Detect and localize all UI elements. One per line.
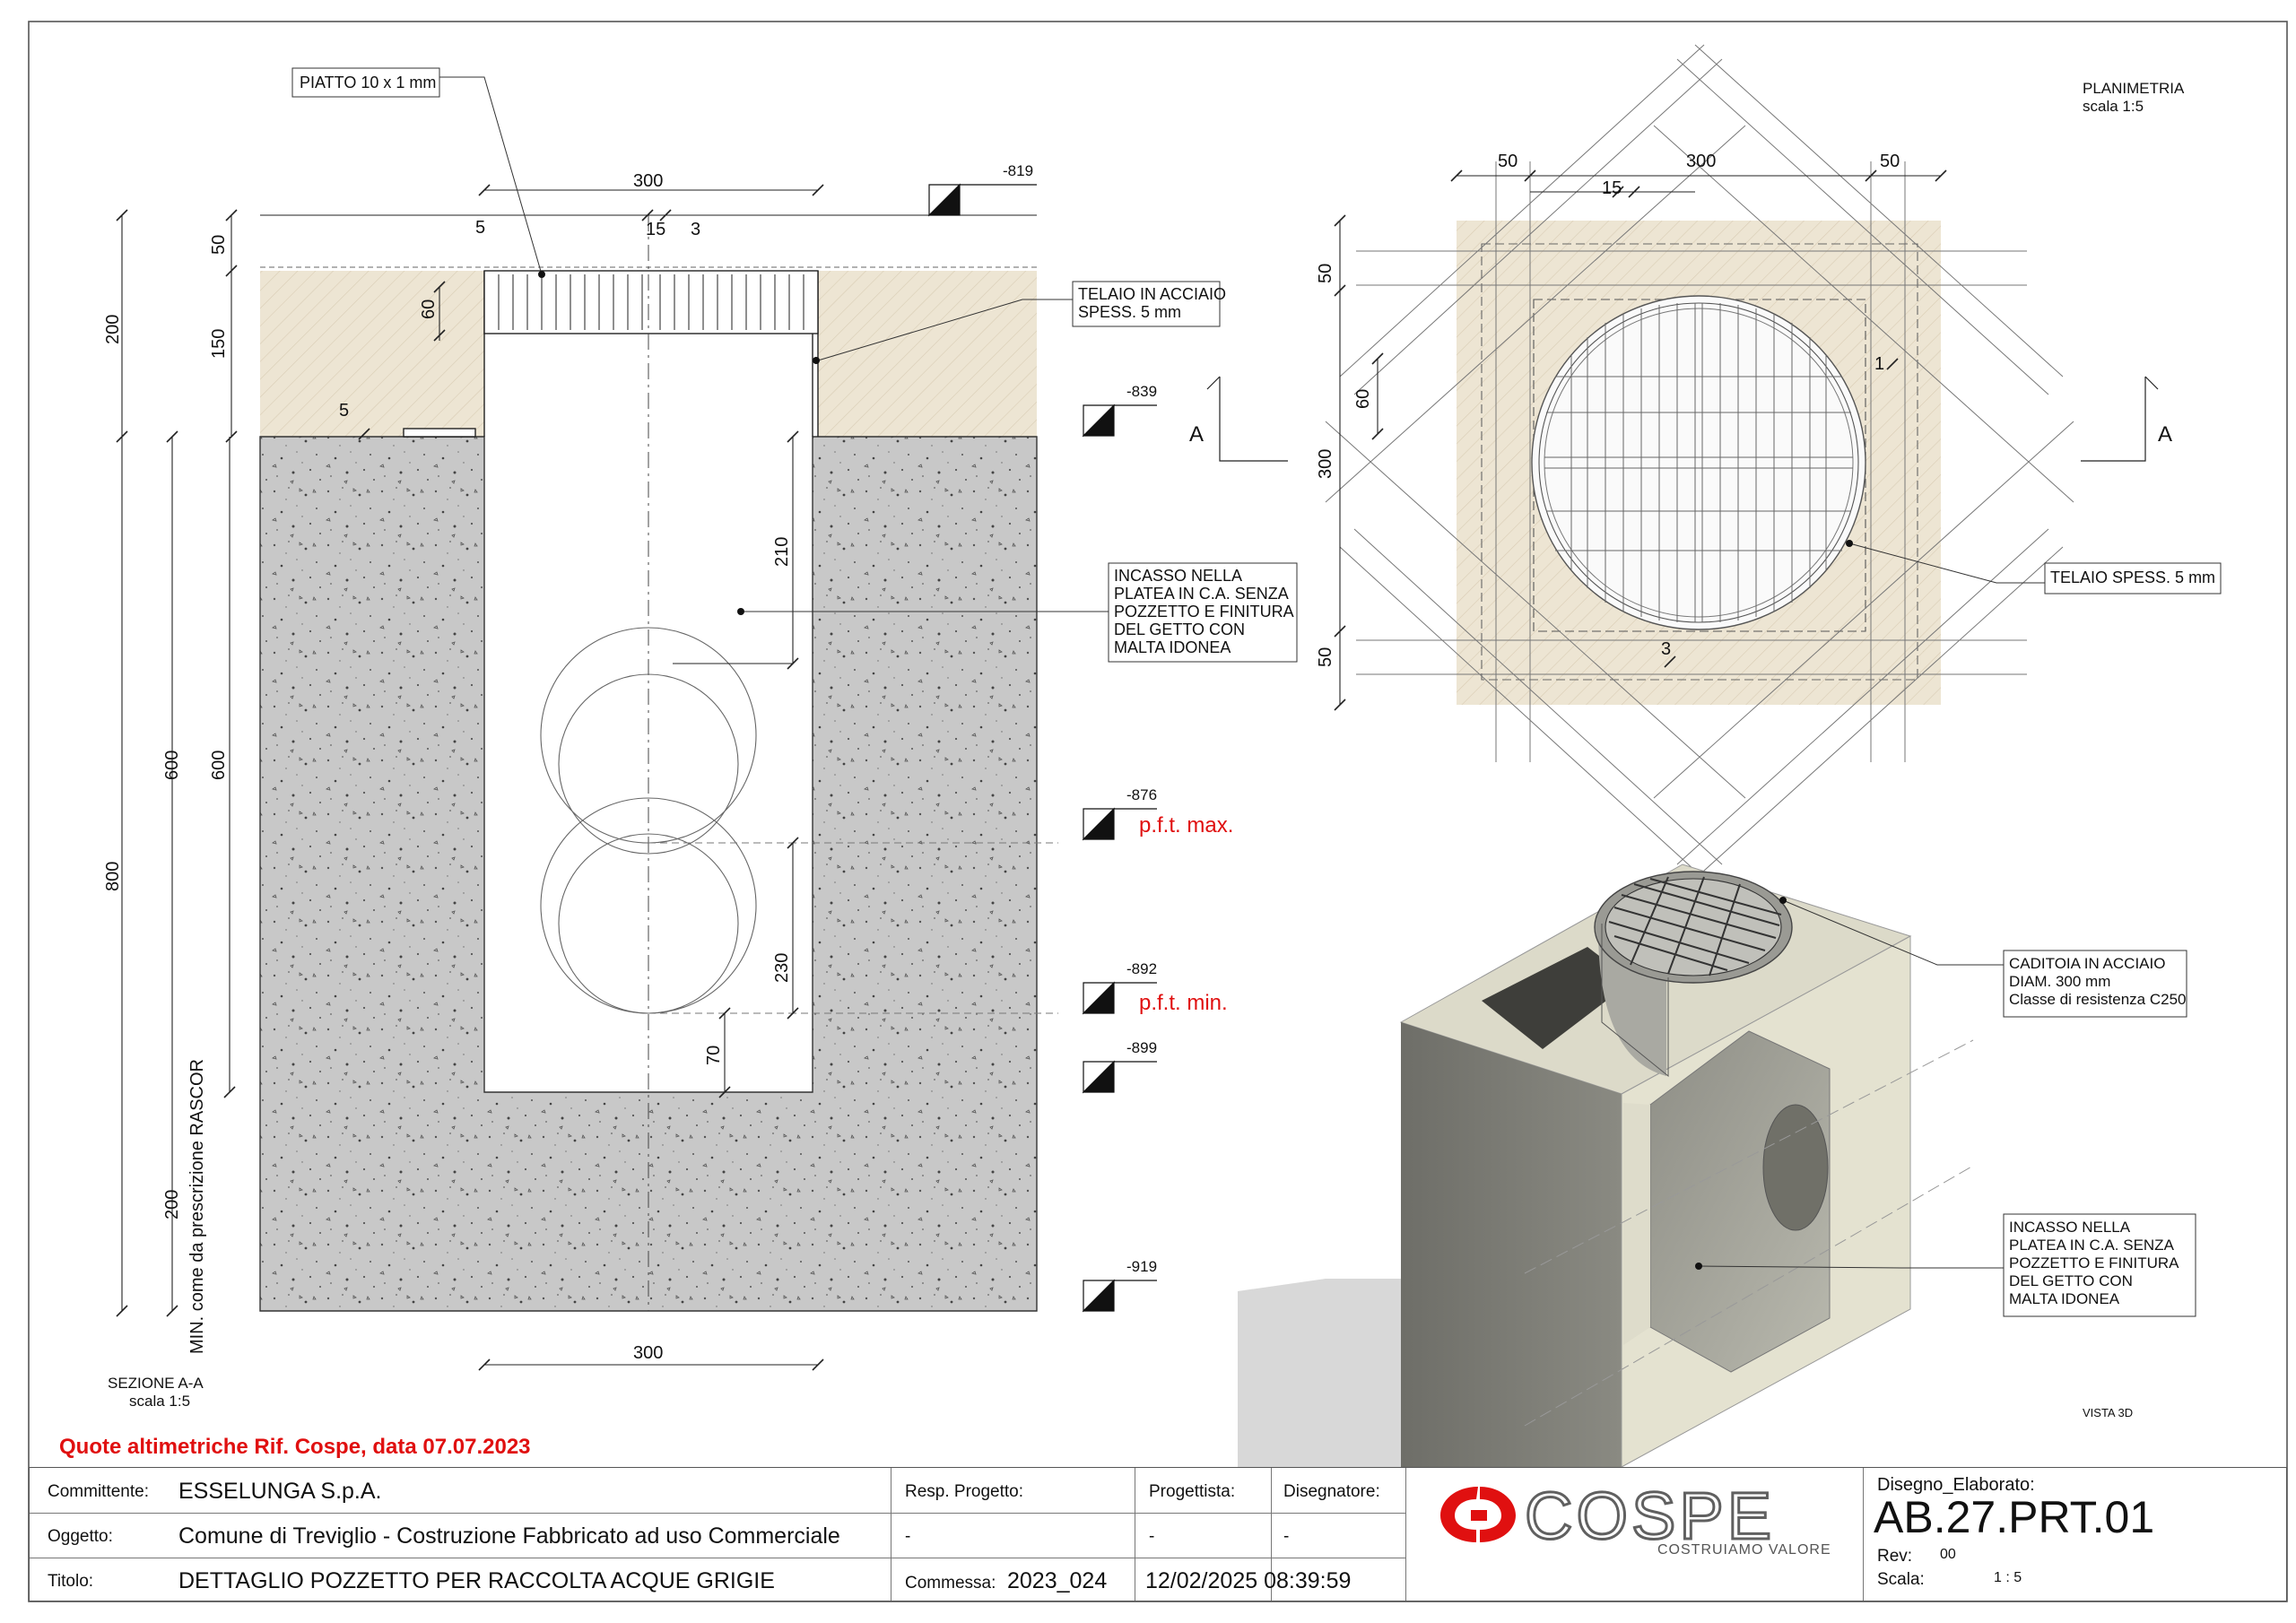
label-incasso-4: DEL GETTO CON [1114,621,1245,638]
titolo-value: DETTAGLIO POZZETTO PER RACCOLTA ACQUE GR… [178,1568,775,1593]
print-datetime: 12/02/2025 08:39:59 [1145,1568,1352,1593]
commessa-value: 2023_024 [1007,1568,1108,1593]
plan-view-title: PLANIMETRIA [2083,80,2185,97]
dim-60: 60 [419,299,439,319]
resp-progetto-value: - [905,1527,911,1546]
disegno-code: AB.27.PRT.01 [1874,1492,2155,1542]
section-view [116,67,2159,1371]
label-3d-incasso-2: PLATEA IN C.A. SENZA [2009,1237,2175,1254]
cospe-logo-icon [1440,1487,1516,1542]
plan-dim-300: 300 [1686,152,1716,171]
label-3d-incasso-3: POZZETTO E FINITURA [2009,1254,2179,1271]
dim-150: 150 [209,329,229,359]
dim-210: 210 [772,537,792,567]
section-view-title: SEZIONE A-A [108,1375,204,1392]
dim-800: 800 [103,862,123,891]
dim-50: 50 [209,235,229,255]
dim-5: 5 [475,218,485,238]
committente-label: Committente: [48,1482,149,1501]
label-3d-incasso-1: INCASSO NELLA [2009,1219,2131,1236]
cospe-logo: COSPE COSTRUIAMO VALORE [1435,1478,1848,1567]
label-caditoia-1: CADITOIA IN ACCIAIO [2009,955,2165,972]
disegno-label: Disegno_Elaborato: [1877,1475,2035,1495]
dim-3: 3 [691,220,700,239]
dim-300-bottom: 300 [633,1343,663,1363]
section-mark-a-right: A [2158,422,2172,447]
oggetto-label: Oggetto: [48,1527,113,1546]
label-pft-min: p.f.t. min. [1139,991,1228,1015]
disegnatore-value: - [1283,1527,1290,1546]
level-819: -819 [1003,162,1033,179]
section-mark-a-left: A [1189,422,1204,447]
level-839: -839 [1126,383,1157,400]
dim-15: 15 [646,220,665,239]
resp-progetto-label: Resp. Progetto: [905,1482,1024,1501]
label-pft-max: p.f.t. max. [1139,813,1233,838]
dim-5b: 5 [339,401,349,421]
dim-230: 230 [772,953,792,983]
label-3d-incasso-4: DEL GETTO CON [2009,1272,2133,1289]
dim-200-bottom: 200 [162,1190,182,1219]
label-incasso-2: PLATEA IN C.A. SENZA [1114,585,1289,603]
plan-dim-50-top: 50 [1316,264,1335,283]
level-899: -899 [1126,1039,1157,1056]
label-caditoia-3: Classe di resistenza C250 [2009,991,2186,1008]
quote-note: Quote altimetriche Rif. Cospe, data 07.0… [59,1435,531,1459]
plan-dim-50-bottom: 50 [1316,647,1335,667]
cospe-logo-word: COSPE [1523,1478,1776,1555]
label-incasso-5: MALTA IDONEA [1114,638,1231,656]
level-919: -919 [1126,1258,1157,1275]
title-block: Committente: ESSELUNGA S.p.A. Oggetto: C… [29,1467,2287,1601]
dim-600-inner: 600 [209,751,229,780]
label-caditoia-2: DIAM. 300 mm [2009,973,2110,990]
label-piatto: PIATTO 10 x 1 mm [300,74,436,91]
sheet-border [28,21,2288,1602]
plan-view-scale: scala 1:5 [2083,98,2144,115]
label-3d-incasso-5: MALTA IDONEA [2009,1290,2120,1307]
plan-dim-15: 15 [1602,178,1622,198]
disegnatore-label: Disegnatore: [1283,1482,1380,1501]
scala-value: 1 : 5 [1994,1570,2022,1585]
label-incasso-1: INCASSO NELLA [1114,567,1242,585]
view-3d-title: VISTA 3D [2083,1406,2133,1419]
plan-view [1325,44,2222,880]
level-876: -876 [1126,786,1157,803]
dim-200: 200 [103,315,123,344]
section-view-scale: scala 1:5 [129,1393,190,1410]
rev-value: 00 [1940,1547,1956,1562]
progettista-label: Progettista: [1149,1482,1236,1501]
commessa-label: Commessa: [905,1574,996,1593]
oggetto-value: Comune di Treviglio - Costruzione Fabbri… [178,1523,840,1549]
dim-70: 70 [704,1046,724,1065]
label-min-rascor: MIN. come da prescrizione RASCOR [187,1059,207,1354]
plan-dim-50-left: 50 [1498,152,1518,171]
label-incasso-3: POZZETTO E FINITURA [1114,603,1294,621]
level-892: -892 [1126,960,1157,977]
label-telaio-acciaio-2: SPESS. 5 mm [1078,303,1181,321]
scala-label: Scala: [1877,1570,1925,1589]
label-telaio-acciaio-1: TELAIO IN ACCIAIO [1078,285,1226,303]
view-3d [1238,864,2196,1468]
plan-dim-1: 1 [1874,354,1884,374]
plan-dim-50-right: 50 [1880,152,1900,171]
committente-value: ESSELUNGA S.p.A. [178,1479,382,1504]
plan-dim-3: 3 [1661,639,1671,659]
progettista-value: - [1149,1527,1155,1546]
titolo-label: Titolo: [48,1572,94,1591]
plan-dim-300-left: 300 [1316,449,1335,479]
label-telaio-spess: TELAIO SPESS. 5 mm [2050,568,2215,586]
dim-600-outer: 600 [162,751,182,780]
dim-300-top: 300 [633,171,663,191]
rev-label: Rev: [1877,1547,1913,1566]
cospe-logo-tagline: COSTRUIAMO VALORE [1657,1542,1831,1558]
plan-dim-60: 60 [1353,389,1373,409]
